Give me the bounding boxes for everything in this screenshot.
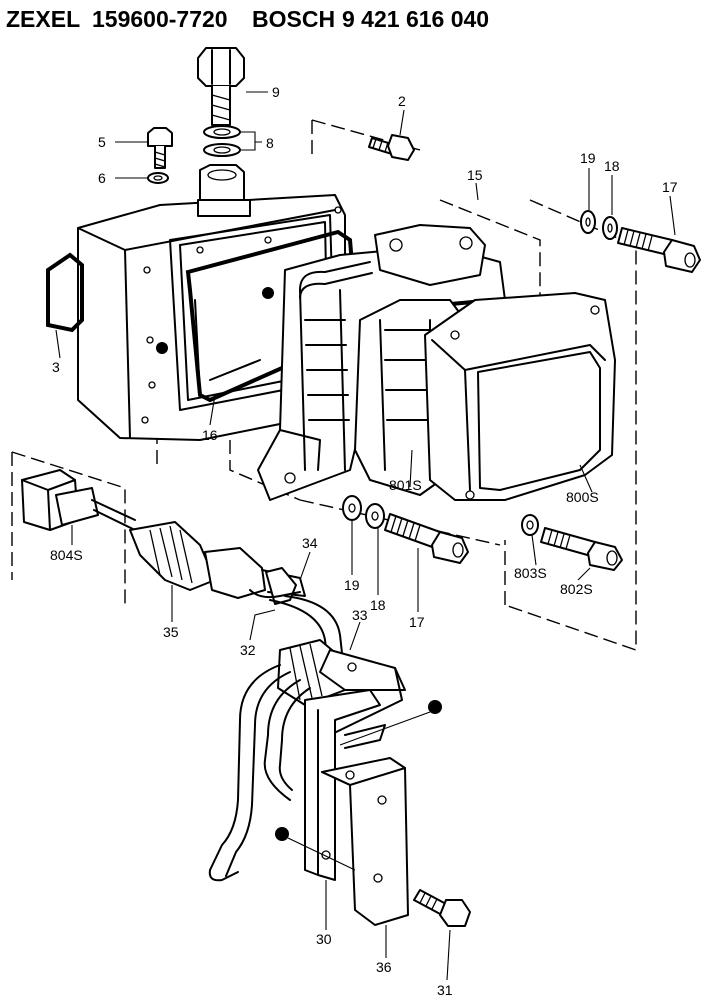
callout-18-lower: 18	[370, 597, 386, 613]
screw-5	[147, 127, 173, 169]
callout-33: 33	[352, 607, 368, 623]
callout-18-upper: 18	[604, 158, 620, 174]
zexel-part-number: 159600-7720	[92, 6, 228, 32]
callout-8: 8	[266, 135, 274, 151]
callout-30: 30	[316, 931, 332, 947]
screw-2	[368, 134, 415, 161]
callout-3: 3	[52, 359, 60, 375]
bolt-802s	[540, 527, 623, 571]
plate-36	[321, 757, 409, 926]
washer-19-lower	[342, 495, 362, 521]
reference-dot	[275, 827, 289, 841]
callout-15: 15	[467, 167, 483, 183]
pump-housing	[77, 194, 346, 441]
washer-6	[147, 172, 169, 184]
callout-9: 9	[272, 84, 280, 100]
bolt-17-upper	[617, 227, 701, 273]
maker-name: ZEXEL	[6, 6, 81, 32]
washers-8	[203, 125, 241, 157]
bosch-part-number: 9 421 616 040	[342, 6, 490, 32]
connector-804s	[21, 469, 136, 531]
reference-dot	[428, 700, 442, 714]
clamp-32-34	[249, 567, 301, 605]
diagram-header: ZEXEL 159600-7720 BOSCH 9 421 616 040	[6, 6, 711, 38]
leader-lines	[55, 91, 676, 981]
brand-name: BOSCH	[252, 6, 336, 32]
bolt-31	[413, 889, 471, 927]
callout-19-lower: 19	[344, 577, 360, 593]
washer-19-upper	[580, 210, 596, 234]
washer-803s	[521, 514, 539, 536]
cover-800s	[424, 292, 616, 501]
banjo-bolt-9	[197, 47, 245, 126]
callout-5: 5	[98, 134, 106, 150]
callout-17-upper: 17	[662, 179, 678, 195]
callout-16: 16	[202, 427, 218, 443]
callout-36: 36	[376, 959, 392, 975]
callout-2: 2	[398, 93, 406, 109]
bolt-17-lower	[384, 513, 469, 564]
callout-17-lower: 17	[409, 614, 425, 630]
bracket-33	[319, 649, 406, 736]
bracket-30	[304, 689, 386, 881]
callout-6: 6	[98, 170, 106, 186]
callout-19-upper: 19	[580, 150, 596, 166]
reference-arrow	[339, 711, 431, 746]
callout-35: 35	[163, 624, 179, 640]
reference-arrow	[287, 837, 356, 871]
callout-32: 32	[240, 642, 256, 658]
callout-34: 34	[302, 535, 318, 551]
callout-804s: 804S	[50, 547, 83, 563]
callout-801s: 801S	[389, 477, 422, 493]
o-ring-3	[46, 252, 84, 333]
callout-803s: 803S	[514, 565, 547, 581]
sensor-35	[129, 521, 306, 599]
callout-labels: 9 8 5 6 2 3 16 15 19 18 17 801S 800S 19 …	[50, 84, 678, 998]
callout-31: 31	[437, 982, 453, 998]
washer-18-upper	[602, 216, 618, 240]
callout-800s: 800S	[566, 489, 599, 505]
washer-18-lower	[365, 503, 385, 529]
fitting-union	[197, 164, 251, 217]
callout-802s: 802S	[560, 581, 593, 597]
